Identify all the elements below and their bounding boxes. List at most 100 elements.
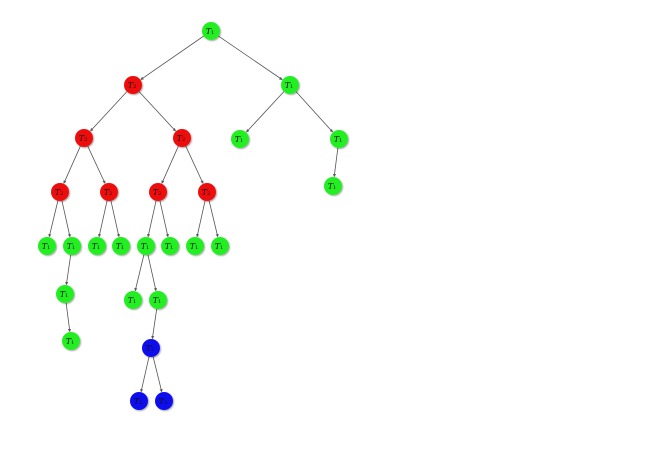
node-label: T1: [42, 242, 51, 252]
tree-node-n22: T1: [124, 291, 142, 309]
node-circle: [161, 237, 179, 255]
edge-n10-n16: [147, 200, 157, 238]
node-circle: [62, 332, 80, 350]
node-label: T1: [285, 81, 294, 91]
edge-n10-n17: [159, 200, 169, 238]
node-label: T2: [128, 81, 137, 91]
edge-n4-n10: [161, 146, 179, 184]
node-label: T2: [79, 134, 88, 144]
edge-n1-n3: [90, 91, 128, 132]
node-circle: [56, 285, 74, 303]
edge-n24-n26: [152, 356, 163, 393]
tree-node-n14: T1: [88, 237, 106, 255]
node-label: T1: [206, 27, 215, 37]
node-circle: [51, 183, 69, 201]
tree-node-n18: T1: [186, 237, 204, 255]
edge-n4-n11: [185, 145, 204, 184]
tree-node-n5: T1: [231, 130, 249, 148]
edge-n6-n7: [332, 147, 339, 178]
node-label: T2: [104, 188, 113, 198]
node-label: T1: [128, 296, 137, 306]
edge-n8-n13: [61, 200, 71, 238]
edges-layer: [48, 35, 339, 393]
node-label: T2: [153, 188, 162, 198]
node-label: T1: [92, 242, 101, 252]
node-circle: [124, 291, 142, 309]
node-label: T2: [177, 134, 186, 144]
edge-n2-n5: [246, 91, 285, 133]
node-label: T1: [60, 290, 69, 300]
node-circle: [100, 183, 118, 201]
node-label: T1: [67, 242, 76, 252]
tree-node-n15: T1: [112, 237, 130, 255]
edge-n3-n8: [63, 146, 81, 184]
edge-n1-n4: [138, 91, 176, 132]
node-label: T2: [146, 344, 155, 354]
node-circle: [202, 22, 220, 40]
node-circle: [130, 392, 148, 410]
node-label: T1: [66, 337, 75, 347]
tree-node-n2: T1: [281, 76, 299, 94]
tree-node-n20: T1: [56, 285, 74, 303]
node-circle: [142, 339, 160, 357]
node-label: T2: [134, 397, 143, 407]
node-label: T2: [159, 397, 168, 407]
tree-node-n1: T2: [124, 76, 142, 94]
node-circle: [75, 129, 93, 147]
node-circle: [173, 129, 191, 147]
node-label: T1: [190, 242, 199, 252]
node-label: T1: [235, 135, 244, 145]
node-circle: [124, 76, 142, 94]
edge-n0-n1: [140, 35, 204, 80]
node-circle: [198, 183, 216, 201]
tree-node-n3: T2: [75, 129, 93, 147]
node-label: T2: [55, 188, 64, 198]
node-circle: [137, 237, 155, 255]
edge-n11-n18: [196, 200, 206, 238]
tree-node-n6: T1: [330, 130, 348, 148]
edge-n9-n15: [110, 200, 120, 238]
tree-node-n8: T2: [51, 183, 69, 201]
edge-n24-n25: [140, 356, 150, 393]
node-circle: [38, 237, 56, 255]
node-circle: [324, 177, 342, 195]
tree-node-n11: T2: [198, 183, 216, 201]
node-circle: [186, 237, 204, 255]
node-circle: [149, 291, 167, 309]
node-circle: [330, 130, 348, 148]
edge-n20-n21: [65, 302, 72, 333]
node-circle: [112, 237, 130, 255]
edge-n16-n22: [134, 254, 145, 292]
node-label: T1: [165, 242, 174, 252]
edge-n0-n2: [218, 35, 283, 80]
node-label: T1: [328, 182, 337, 192]
tree-node-n21: T1: [62, 332, 80, 350]
edge-n13-n20: [65, 254, 72, 286]
node-circle: [211, 237, 229, 255]
node-label: T1: [153, 296, 162, 306]
node-circle: [231, 130, 249, 148]
node-label: T1: [141, 242, 150, 252]
node-circle: [155, 392, 173, 410]
edge-n2-n6: [295, 91, 333, 133]
edge-n8-n12: [48, 200, 59, 238]
tree-node-n9: T2: [100, 183, 118, 201]
tree-node-n23: T1: [149, 291, 167, 309]
edge-n3-n9: [87, 145, 106, 184]
tree-node-n4: T2: [173, 129, 191, 147]
edge-n9-n14: [98, 200, 108, 238]
tree-node-n26: T2: [155, 392, 173, 410]
tree-node-n19: T1: [211, 237, 229, 255]
node-circle: [88, 237, 106, 255]
node-label: T1: [116, 242, 125, 252]
edge-n11-n19: [208, 200, 219, 238]
edge-n23-n24: [151, 308, 158, 340]
node-label: T2: [202, 188, 211, 198]
node-label: T1: [334, 135, 343, 145]
tree-node-n13: T1: [63, 237, 81, 255]
tree-node-n10: T2: [149, 183, 167, 201]
tree-node-n25: T2: [130, 392, 148, 410]
tree-node-n16: T1: [137, 237, 155, 255]
